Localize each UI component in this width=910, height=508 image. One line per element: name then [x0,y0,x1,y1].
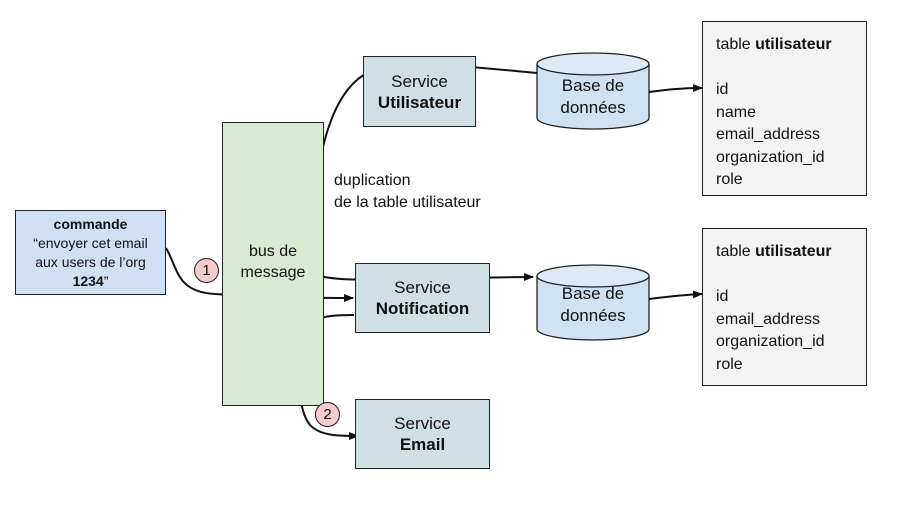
service-notification-line1: Service [394,278,451,297]
command-text-line1: “envoyer cet email [33,234,148,251]
service-notification-name: Notification [375,299,470,318]
command-title: commande [53,215,128,232]
table-utilisateur-1: table utilisateur id name email_address … [702,21,867,196]
service-email-line1: Service [394,414,451,433]
table-1-field: email_address [716,126,821,143]
command-text-line3: 1234” [73,272,109,291]
step-badge-2: 2 [315,402,340,427]
annotation-line1: duplication [334,172,411,189]
annotation-line2: de la table utilisateur [334,194,481,211]
database-2-line1: Base de [561,284,625,303]
table-2-field: id [716,288,729,305]
database-1-line1: Base de [561,76,625,95]
command-box: commande “envoyer cet email aux users de… [15,210,166,295]
table-1-field: id [716,81,729,98]
service-utilisateur: Service Utilisateur [363,56,476,127]
table-2-prefix: table [716,243,756,260]
bus-label-line2: message [240,264,306,281]
table-2-name: utilisateur [755,243,832,260]
database-2-label: Base de données [538,283,648,327]
database-1-label: Base de données [538,75,648,119]
database-2-line2: données [560,306,626,325]
table-2-title: table utilisateur [716,241,832,264]
bus-label-line1: bus de [248,243,298,260]
database-cylinder-2 [536,264,650,341]
table-1-prefix: table [716,36,756,53]
table-1-title: table utilisateur [716,34,832,57]
table-1-field: organization_id [716,148,825,166]
database-cylinder-1 [536,52,650,130]
connector-db1-to-table1 [648,84,703,93]
table-utilisateur-2: table utilisateur id email_address organ… [702,228,867,386]
duplication-annotation: duplication de la table utilisateur [334,170,481,214]
command-closing-quote: ” [103,272,109,289]
service-utilisateur-line1: Service [391,71,448,91]
table-1-name: utilisateur [755,36,832,53]
step-badge-1: 1 [194,258,219,283]
table-2-field: organization_id [716,333,825,350]
command-org-id: 1234 [72,272,104,289]
table-2-field: email_address [716,310,821,328]
database-1-line2: données [560,98,626,117]
message-bus: bus de message [222,122,324,406]
connector-db2-to-table2 [648,290,703,300]
service-email-name: Email [399,435,446,454]
service-notification: Service Notification [355,263,490,333]
service-utilisateur-name: Utilisateur [377,92,462,112]
table-1-field: name [716,103,757,121]
table-1-field: role [716,171,743,188]
command-text-line2: aux users de l’org [35,253,146,270]
service-email: Service Email [355,399,490,469]
table-2-field: role [716,355,743,373]
